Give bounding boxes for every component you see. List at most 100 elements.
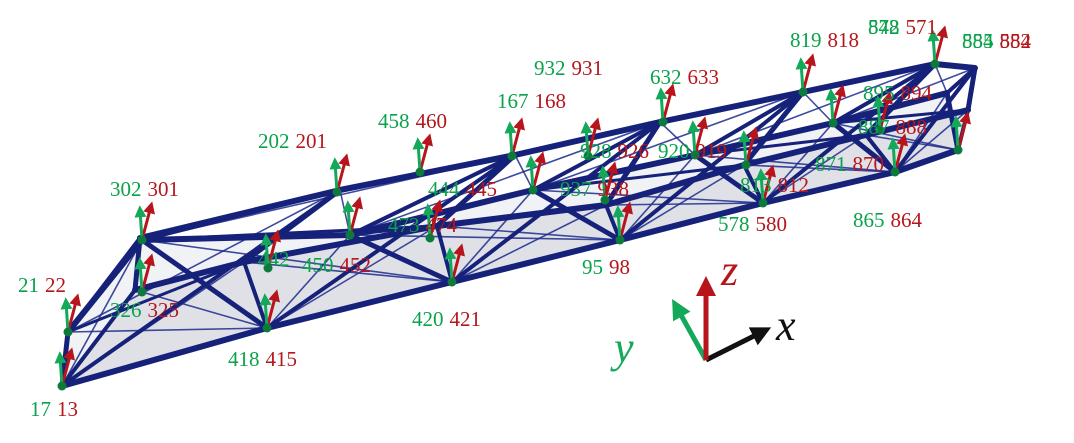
green-direction-arrow: [525, 155, 538, 191]
node-marker: [137, 287, 147, 297]
truss-member: [434, 152, 518, 229]
green-direction-arrow: [259, 293, 272, 329]
brace-line: [451, 189, 534, 283]
node-label-red: 98: [609, 255, 630, 279]
node-label-green: 920: [658, 139, 690, 163]
truss-member: [348, 203, 608, 237]
green-direction-arrow: [927, 29, 940, 65]
truss-member: [742, 163, 765, 205]
node-label-red: 460: [416, 109, 448, 133]
node-marker: [415, 167, 425, 177]
node-marker: [890, 167, 900, 177]
node-label-green: 848: [868, 15, 900, 39]
node-label-green: 444: [428, 177, 460, 201]
node-label-red: 919: [696, 139, 728, 163]
green-direction-arrow: [825, 88, 838, 124]
node-label-red: 421: [450, 307, 482, 331]
green-direction-arrow: [755, 168, 768, 204]
truss-member: [140, 188, 342, 242]
red-direction-arrow: [510, 117, 525, 157]
coordinate-triad: x y z: [610, 246, 796, 372]
brace-line: [514, 154, 534, 191]
green-direction-arrow: [329, 157, 342, 193]
node-label-green: 450: [302, 253, 334, 277]
node-label-green: 865: [853, 208, 885, 232]
red-direction-arrow: [265, 289, 280, 329]
truss-member: [657, 89, 806, 125]
node-label: 848: [868, 15, 900, 39]
node-label-red: 926: [618, 139, 650, 163]
red-direction-arrow: [878, 91, 893, 131]
red-direction-arrow: [266, 229, 281, 269]
y-axis-arrow: [672, 299, 709, 362]
truss-member: [140, 224, 439, 242]
node-label-red: 852: [1000, 29, 1032, 53]
truss-member: [965, 65, 978, 113]
red-direction-arrow: [348, 196, 363, 236]
brace-line: [802, 91, 834, 124]
node-marker: [345, 230, 355, 240]
truss-member: [603, 119, 663, 208]
node-label-red: 301: [148, 177, 180, 201]
brace-line: [61, 239, 143, 387]
truss-member: [830, 120, 898, 175]
node-label-green: 21: [18, 273, 39, 297]
node-label-green: 473: [388, 213, 420, 237]
truss-member: [693, 90, 805, 157]
truss-member: [618, 90, 805, 242]
truss-member: [59, 325, 270, 389]
node-label-red: 168: [535, 89, 567, 113]
node-marker: [528, 185, 538, 195]
node-label-green: 167: [497, 89, 529, 113]
truss-member: [864, 133, 897, 174]
node-marker: [507, 151, 517, 161]
truss-member: [741, 132, 869, 168]
truss-member: [66, 236, 142, 334]
node-label-green: 202: [258, 129, 290, 153]
node-label-red: 325: [148, 298, 180, 322]
brace-line: [141, 239, 453, 283]
green-direction-arrow: [655, 87, 668, 123]
node-marker: [332, 187, 342, 197]
green-direction-arrow: [422, 203, 435, 239]
node-marker: [263, 263, 273, 273]
truss-member: [60, 188, 342, 388]
red-direction-arrow: [428, 199, 443, 239]
truss-member: [60, 288, 137, 388]
side-panel: [142, 235, 452, 328]
green-direction-arrow: [597, 165, 610, 201]
node-label-red: 201: [296, 129, 328, 153]
node-label-green: 458: [378, 109, 410, 133]
red-direction-arrow: [956, 111, 971, 151]
truss-member: [66, 260, 246, 334]
node-marker: [658, 117, 668, 127]
truss-member: [337, 152, 518, 193]
node-marker: [953, 145, 963, 155]
red-direction-arrow: [618, 201, 633, 241]
green-direction-arrow: [687, 120, 700, 156]
node-label-green: 932: [534, 56, 566, 80]
truss-member: [692, 152, 766, 206]
node-label-red: 888: [896, 115, 928, 139]
node-label-green: 871: [815, 152, 847, 176]
truss-member: [892, 147, 961, 175]
node-label-red: 938: [598, 177, 630, 201]
red-direction-arrow: [66, 293, 81, 333]
truss-member: [932, 61, 978, 71]
node-label-red: 22: [45, 273, 66, 297]
red-direction-arrow: [801, 53, 816, 93]
node-marker: [798, 87, 808, 97]
truss-member: [530, 187, 623, 243]
